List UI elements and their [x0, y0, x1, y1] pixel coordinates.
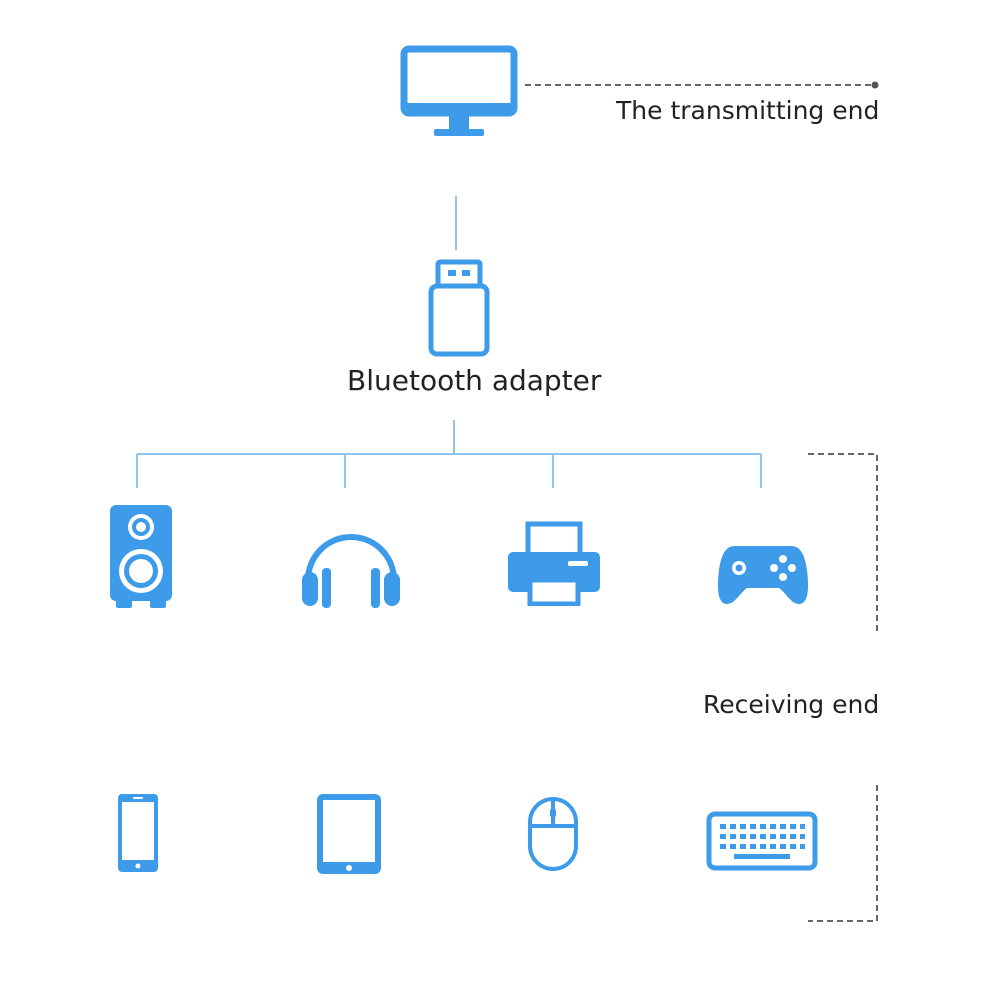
gamepad-icon	[717, 546, 809, 604]
headphones-icon	[302, 534, 400, 608]
keyboard-icon	[706, 811, 818, 871]
smartphone-icon	[118, 794, 158, 872]
mouse-icon	[528, 797, 578, 871]
leader-dot	[871, 81, 879, 89]
printer-icon	[508, 521, 600, 606]
receiving-end-label: Receiving end	[703, 690, 880, 719]
monitor-icon	[400, 45, 518, 136]
bluetooth-adapter-label: Bluetooth adapter	[347, 364, 602, 397]
speaker-icon	[110, 505, 172, 608]
usb-dongle-icon	[428, 259, 490, 357]
dashed-bracket-bottom	[808, 785, 878, 922]
tablet-icon	[317, 794, 381, 874]
dashed-bracket-top	[808, 453, 878, 632]
transmitting-end-label: The transmitting end	[616, 96, 880, 125]
